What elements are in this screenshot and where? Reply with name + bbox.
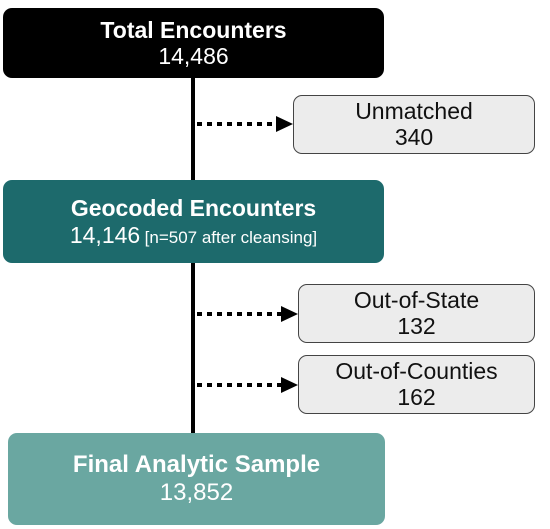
total-encounters-box: Total Encounters 14,486 [3, 8, 384, 78]
geocoded-encounters-box: Geocoded Encounters 14,146 [n=507 after … [3, 180, 384, 263]
out-of-counties-count: 162 [397, 383, 436, 410]
out-of-state-count: 132 [397, 312, 436, 339]
geocoded-encounters-count: 14,146 [69, 221, 141, 248]
final-analytic-sample-box: Final Analytic Sample 13,852 [8, 433, 385, 525]
unmatched-count: 340 [394, 123, 434, 150]
arrowhead-out-of-counties [281, 377, 298, 393]
arrowhead-out-of-state [281, 306, 298, 322]
arrowhead-unmatched [276, 116, 293, 132]
out-of-state-box: Out-of-State 132 [298, 284, 535, 343]
out-of-state-label: Out-of-State [353, 287, 480, 314]
unmatched-label: Unmatched [355, 98, 473, 125]
out-of-counties-box: Out-of-Counties 162 [298, 355, 535, 414]
geocoded-count-line: 14,146 [n=507 after cleansing] [70, 222, 317, 248]
unmatched-box: Unmatched 340 [293, 95, 535, 154]
total-encounters-count: 14,486 [158, 43, 229, 69]
out-of-counties-label: Out-of-Counties [335, 358, 498, 385]
final-sample-title: Final Analytic Sample [72, 451, 321, 479]
geocoded-encounters-title: Geocoded Encounters [70, 195, 317, 222]
geocoded-cleansing-note: [n=507 after cleansing] [144, 227, 318, 247]
final-sample-count: 13,852 [159, 479, 234, 506]
total-encounters-title: Total Encounters [100, 16, 287, 43]
